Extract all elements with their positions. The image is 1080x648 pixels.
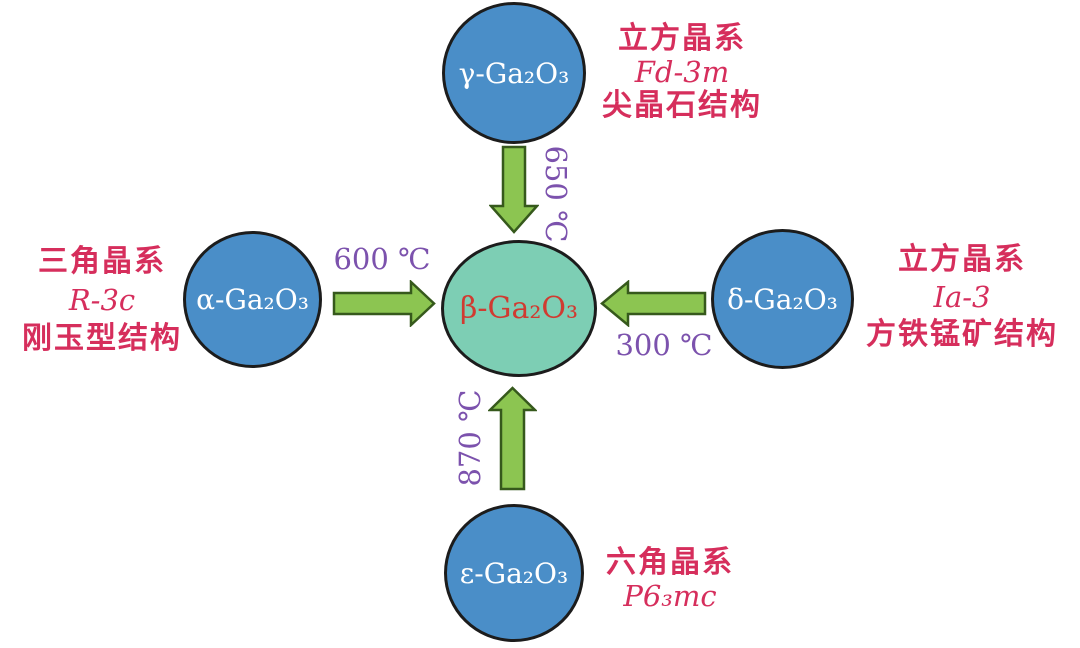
alpha-structure-type: 刚玉型结构 (22, 321, 182, 356)
delta-structure-type: 方铁锰矿结构 (866, 317, 1058, 352)
alpha-space-group: R-3c (68, 283, 136, 317)
alpha-crystal-system: 三角晶系 (38, 244, 166, 279)
temperature-label-gamma: 650 ℃ (539, 145, 573, 243)
temperature-label-epsilon: 870 ℃ (453, 389, 487, 487)
node-epsilon-ga2o3: ε-Ga₂O₃ (444, 504, 584, 642)
annotation-alpha: 三角晶系 R-3c 刚玉型结构 (0, 247, 204, 363)
beta-formula-label: β-Ga₂O₃ (460, 291, 578, 326)
arrow-right-icon (332, 280, 436, 327)
arrow-left-icon (600, 280, 707, 327)
gamma-space-group: Fd-3m (634, 55, 730, 89)
node-delta-ga2o3: δ-Ga₂O₃ (711, 229, 854, 369)
gamma-formula-label: γ-Ga₂O₃ (458, 56, 570, 90)
annotation-gamma: 立方晶系 Fd-3m 尖晶石结构 (571, 24, 793, 125)
gamma-structure-type: 尖晶石结构 (602, 88, 762, 123)
epsilon-formula-label: ε-Ga₂O₃ (459, 556, 569, 590)
node-alpha-ga2o3: α-Ga₂O₃ (183, 231, 322, 368)
delta-crystal-system: 立方晶系 (898, 242, 1026, 277)
node-beta-ga2o3: β-Ga₂O₃ (441, 240, 597, 377)
arrow-down-icon (489, 145, 539, 234)
delta-space-group: Ia-3 (933, 280, 991, 314)
arrow-up-icon (488, 386, 537, 491)
annotation-epsilon: 六角晶系 P6₃mc (560, 548, 780, 615)
annotation-delta: 立方晶系 Ia-3 方铁锰矿结构 (853, 245, 1071, 358)
epsilon-crystal-system: 六角晶系 (606, 545, 734, 580)
epsilon-space-group: P6₃mc (623, 579, 717, 613)
node-gamma-ga2o3: γ-Ga₂O₃ (442, 2, 586, 144)
delta-formula-label: δ-Ga₂O₃ (727, 282, 838, 316)
gamma-crystal-system: 立方晶系 (618, 21, 746, 56)
temperature-label-delta: 300 ℃ (615, 328, 713, 362)
temperature-label-alpha: 600 ℃ (333, 242, 431, 276)
alpha-formula-label: α-Ga₂O₃ (196, 283, 309, 316)
